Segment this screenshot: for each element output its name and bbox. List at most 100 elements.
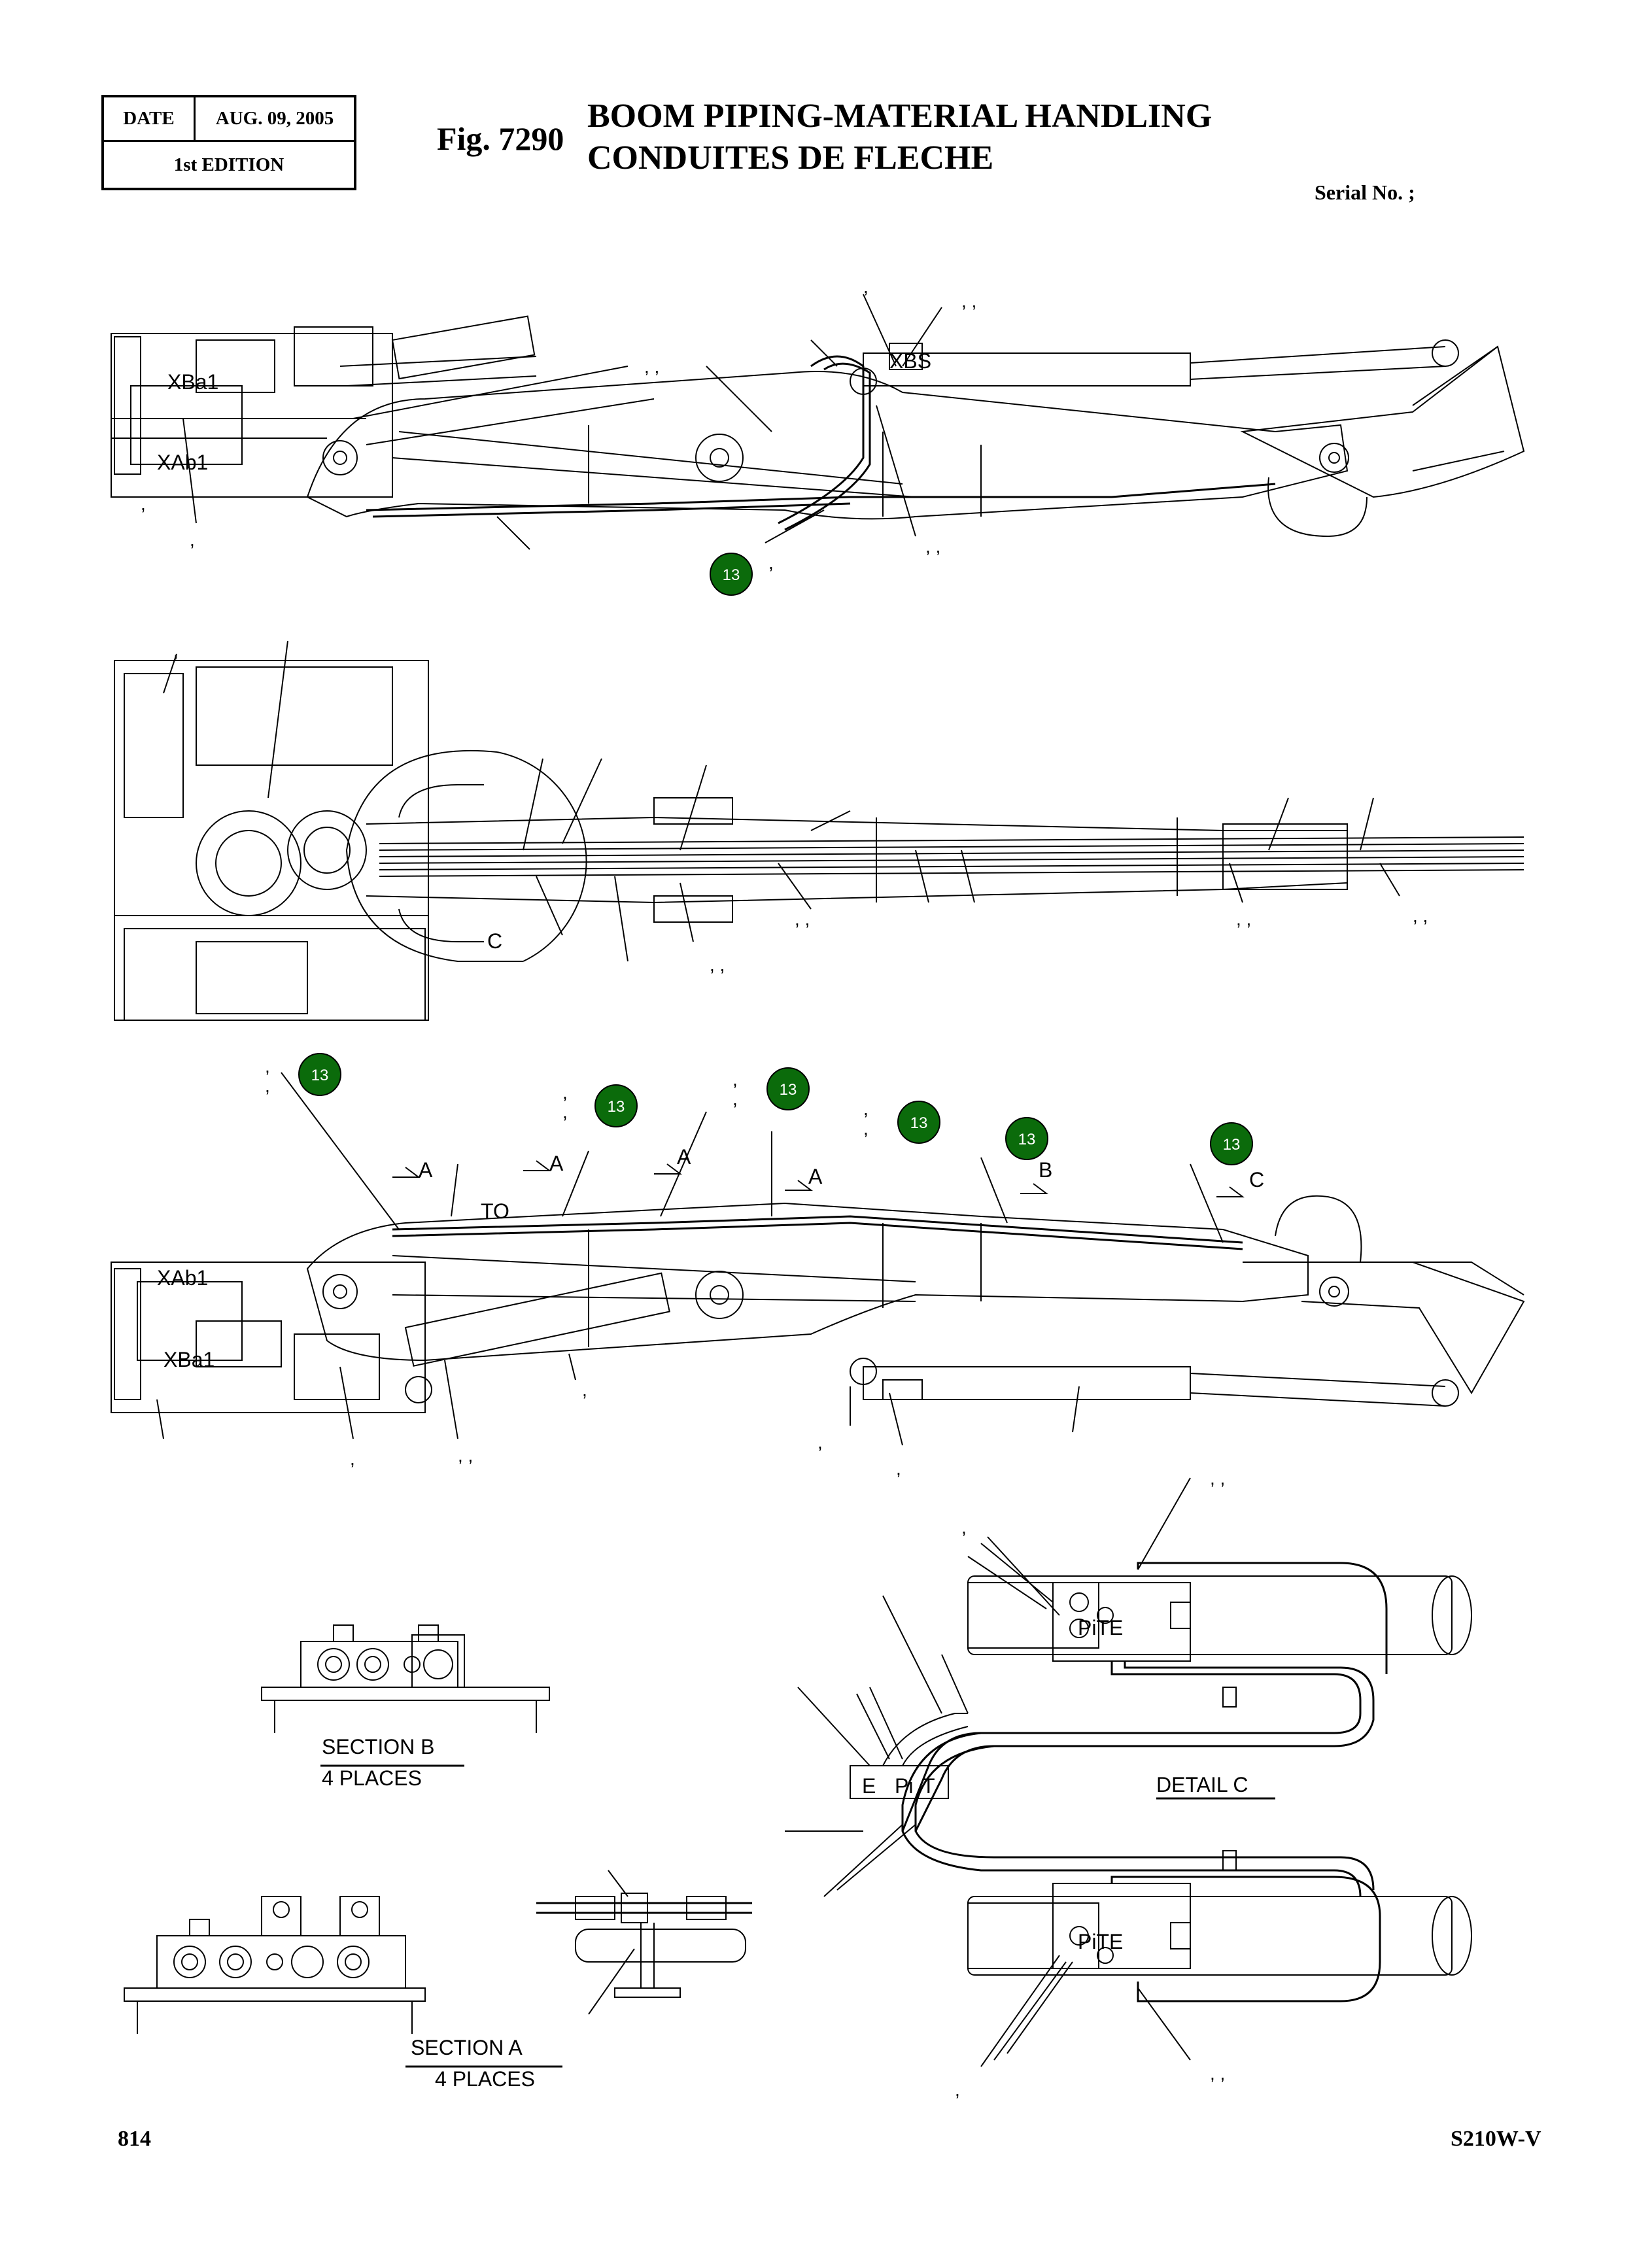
section-a-plate [124,1987,426,2002]
ref-marker: , [265,1076,270,1096]
boom-cylinder-pin [695,434,744,482]
section-a-title: SECTION A [411,2036,523,2059]
ref-marker: , [863,1099,869,1119]
model-number: S210W-V [1451,2127,1541,2151]
svg-text:13: 13 [723,566,740,584]
page-number: 814 [118,2127,151,2151]
callout-13-a[interactable]: 13 [298,1053,341,1096]
label-to: TO [481,1199,509,1223]
ref-marker: , [732,1089,738,1109]
ref-marker: , [896,1458,901,1479]
ref-marker: , , [1210,1468,1225,1488]
tee-fitting-view [536,1870,752,2015]
section-marker-a-4: A [808,1165,823,1188]
detail-c-view [785,1477,1472,2067]
ref-marker: , [863,1118,869,1139]
ref-marker: , , [1210,2063,1225,2084]
label-xba1: XBa1 [167,370,218,394]
ref-marker: , , [925,536,940,557]
section-marker-a-3: A [677,1145,691,1169]
ref-marker: , [817,1432,823,1452]
ref-marker: , [350,1449,355,1469]
boom-cylinder [391,315,536,380]
ref-marker: , [173,641,179,661]
page-title-english: BOOM PIPING-MATERIAL HANDLING [587,97,1213,135]
section-marker-b: B [1039,1158,1052,1182]
edition-label: 1st EDITION [173,154,284,175]
svg-text:13: 13 [1018,1131,1036,1148]
date-value: AUG. 09, 2005 [196,97,354,142]
callout-13-top[interactable]: 13 [710,553,753,596]
ref-marker: , [190,530,195,550]
svg-text:13: 13 [1223,1136,1241,1154]
figure-number: Fig. 7290 [437,120,564,157]
boom-nose-pin [1319,443,1349,473]
callout-13-e[interactable]: 13 [1005,1117,1048,1160]
section-marker-a-1: A [419,1158,433,1182]
ref-marker: , [961,1517,967,1537]
swing-bearing-right [287,810,367,890]
ref-marker: , [562,1102,568,1122]
ref-marker: , [141,494,146,514]
ref-marker: , , [961,291,976,311]
section-b-title: SECTION B [322,1735,434,1759]
label-c-top-view: C [487,929,502,953]
label-xbs: XBS [889,349,931,373]
label-pite-upper: PiTE [1078,1616,1123,1640]
serial-number-label: Serial No. ; [1315,180,1415,204]
header-info-box: DATE AUG. 09, 2005 1st EDITION [101,95,356,190]
ref-marker: , , [1413,906,1428,926]
label-e: E [862,1774,876,1798]
ref-marker: , [863,277,869,297]
ref-marker: , , [795,909,810,929]
label-xba1-lower: XBa1 [163,1348,215,1371]
callout-13-c[interactable]: 13 [766,1067,810,1110]
ref-marker: , [265,1056,270,1076]
ref-marker: , , [1236,909,1251,929]
svg-text:13: 13 [910,1114,928,1132]
callout-13-f[interactable]: 13 [1210,1122,1253,1165]
section-a-places: 4 PLACES [435,2067,535,2091]
section-b-plate [261,1687,550,1701]
section-marker-a-2: A [549,1152,564,1175]
section-a-view [124,1896,562,2068]
upper-frame-outline [111,333,393,498]
svg-text:13: 13 [780,1081,797,1099]
upper-cylinder-tube [967,1575,1453,1655]
callout-badges: 13 13 13 13 13 13 13 [298,553,1253,1165]
date-label: DATE [104,97,196,142]
label-xab1-lower: XAb1 [157,1266,208,1290]
boom-foot-pin-lower [322,1274,358,1309]
callout-13-d[interactable]: 13 [897,1101,940,1144]
ref-marker: , , [710,955,725,975]
label-pite-lower: PiTE [1078,1930,1123,1953]
label-xab1: XAb1 [157,451,208,474]
label-t: T [922,1774,935,1798]
section-marker-c: C [1249,1168,1264,1192]
ref-marker: , , [458,1445,473,1466]
control-valve-block [130,385,243,465]
detail-c-title: DETAIL C [1156,1773,1248,1796]
page-title-french: CONDUITES DE FLECHE [587,139,994,177]
boom-foot-pin [322,440,358,475]
boom-body [306,371,1349,520]
view-boom-top [114,640,1524,1021]
callout-13-b[interactable]: 13 [594,1084,638,1127]
upper-frame-outline-lower [111,1262,426,1413]
boom-nose-pin-lower [1319,1277,1349,1307]
ref-marker: , [562,1082,568,1103]
swing-bearing-left [196,810,301,916]
ref-marker: , [582,1380,587,1400]
view-boom-side-top [111,294,1525,550]
svg-text:13: 13 [311,1067,329,1084]
ref-marker: , [732,1069,738,1090]
ref-marker: , [768,553,774,573]
ref-marker: , [955,2080,960,2100]
view-boom-side-bottom [111,1072,1525,1446]
central-fitting-block [850,1765,949,1799]
boom-cylinder-pin-lower [695,1271,744,1319]
ref-marker: , , [644,356,659,377]
boom-cylinder-lower [404,1272,670,1367]
boom-body-lower [306,1202,1309,1362]
